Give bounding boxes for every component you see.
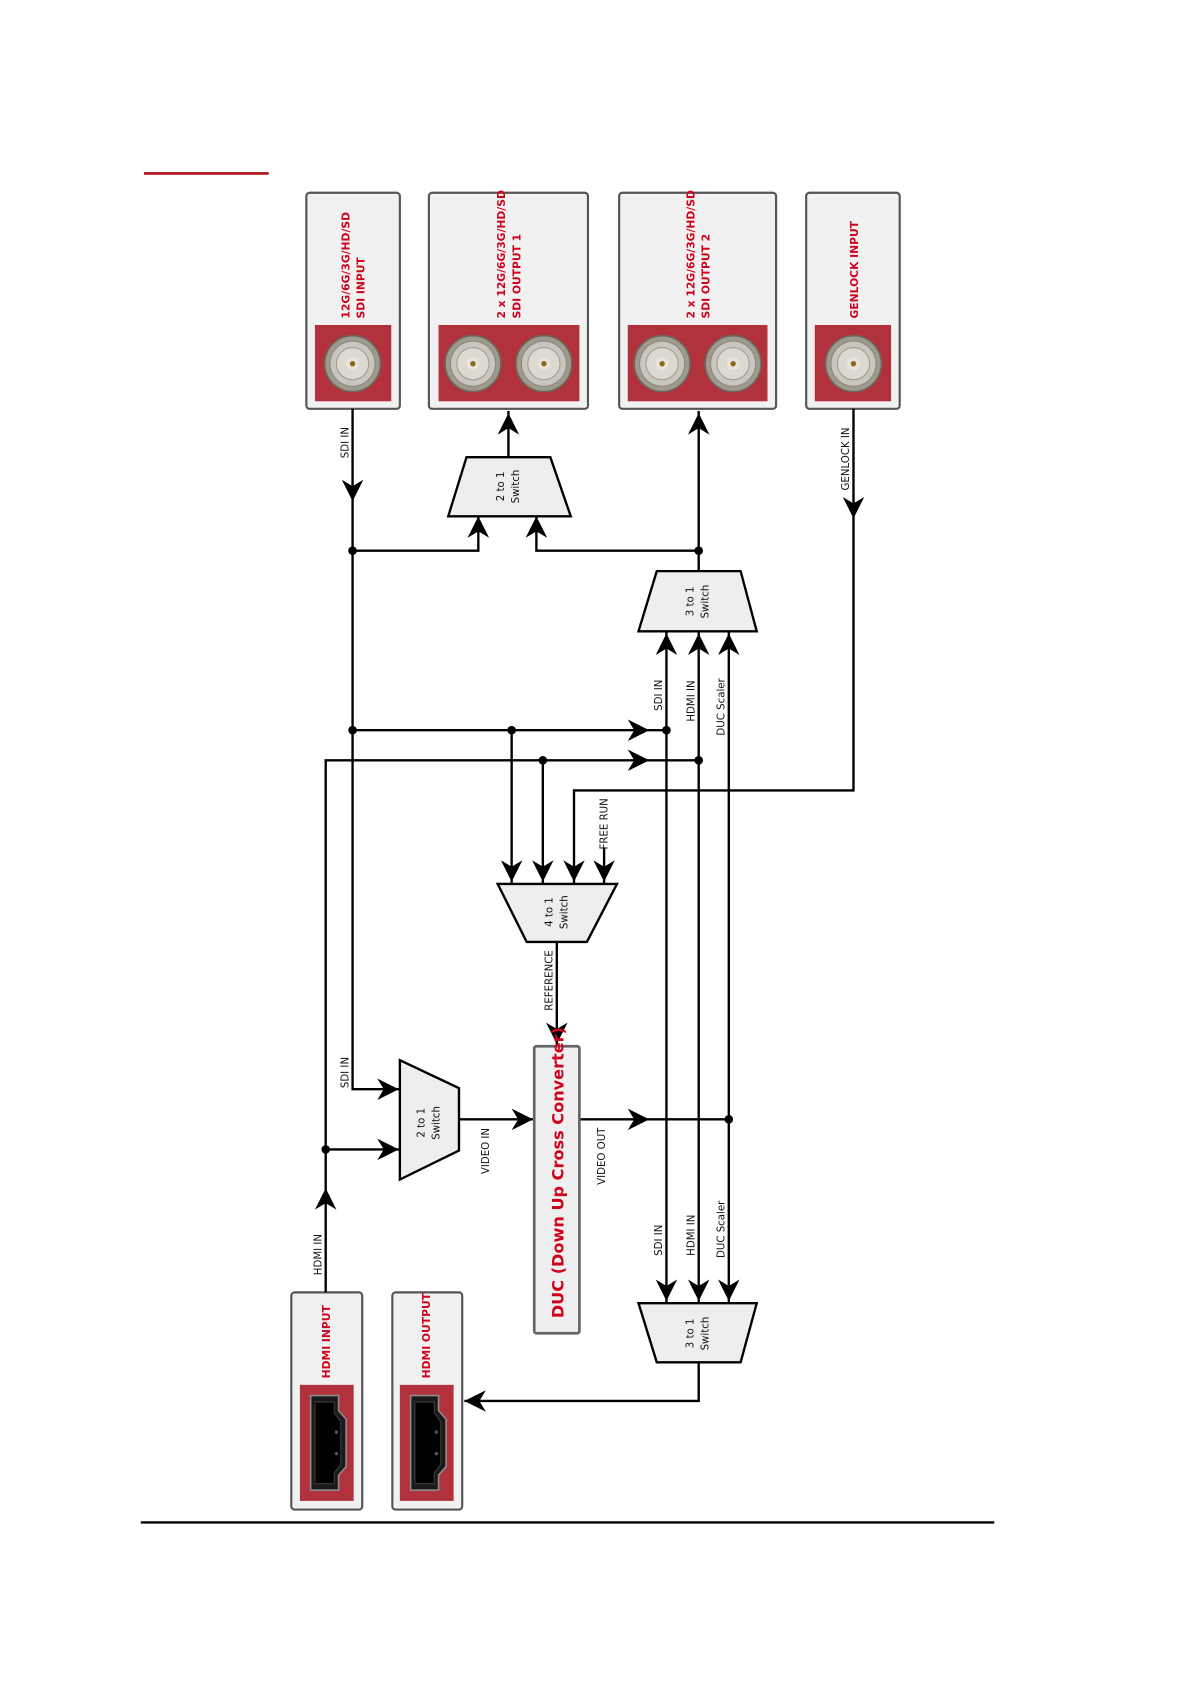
arrow-right xyxy=(377,1078,399,1100)
label-video-in: VIDEO IN xyxy=(481,1128,492,1174)
bnc-connector-icon xyxy=(515,334,573,393)
arrow-up xyxy=(687,633,710,655)
label-sw2-sdi-in: SDI IN xyxy=(654,680,665,711)
arrow-down xyxy=(500,860,523,882)
label-sw5-hdmi-in: HDMI IN xyxy=(686,1215,697,1256)
arrow-down xyxy=(532,860,554,882)
signal-labels: SDI IN GENLOCK IN SDI IN HDMI IN DUC Sca… xyxy=(313,427,852,1275)
sdi-output-2-panel: 2 x 12G/6G/3G/HD/SD SDI OUTPUT 2 xyxy=(618,190,778,410)
arrow-down xyxy=(655,1279,678,1301)
label-sw2-duc-scaler: DUC Scaler xyxy=(716,677,727,735)
arrow-right xyxy=(377,1138,399,1161)
junctions xyxy=(321,546,734,1154)
sdi-output-1-label-line1: 2 x 12G/6G/3G/HD/SD xyxy=(495,190,508,318)
label-hdmi-in: HDMI IN xyxy=(313,1234,324,1275)
label-sdi-in-top: SDI IN xyxy=(340,427,351,458)
duc-block: DUC (Down Up Cross Converter) xyxy=(532,1027,581,1335)
label-reference: REFERENCE xyxy=(545,950,556,1011)
arrow-right xyxy=(511,1108,534,1131)
reference-4to1-switch: 4 to 1 Switch xyxy=(495,882,619,944)
sdi-input-label-line2: SDI INPUT xyxy=(354,257,367,319)
label-genlock-in: GENLOCK IN xyxy=(841,427,852,490)
svg-text:3 to 1: 3 to 1 xyxy=(685,1319,696,1349)
bnc-connector-icon xyxy=(444,334,502,393)
sdi-output-1-panel: 2 x 12G/6G/3G/HD/SD SDI OUTPUT 1 xyxy=(427,190,590,410)
arrow-up xyxy=(525,516,548,538)
arrow-down xyxy=(593,860,615,882)
svg-text:Switch: Switch xyxy=(700,1317,711,1351)
arrow-down xyxy=(687,1279,710,1301)
hdmi-input-panel: HDMI INPUT xyxy=(290,1291,364,1511)
svg-text:Switch: Switch xyxy=(432,1106,443,1140)
sdi-input-panel: 12G/6G/3G/HD/SD SDI INPUT xyxy=(305,191,401,410)
arrow-up xyxy=(314,1188,337,1210)
duc-label: DUC (Down Up Cross Converter) xyxy=(548,1027,567,1318)
arrow-up xyxy=(687,413,710,435)
label-sdi-in-left: SDI IN xyxy=(340,1057,351,1088)
svg-text:3 to 1: 3 to 1 xyxy=(685,587,696,617)
bnc-connector-icon xyxy=(704,334,762,393)
sdi-output-1-label-line2: SDI OUTPUT 1 xyxy=(510,234,523,319)
svg-text:Switch: Switch xyxy=(511,470,522,504)
genlock-input-label: GENLOCK INPUT xyxy=(848,220,861,318)
bnc-connector-icon xyxy=(633,334,691,393)
sdi-input-label-line1: 12G/6G/3G/HD/SD xyxy=(339,212,352,319)
arrow-down xyxy=(842,496,865,519)
svg-text:2 to 1: 2 to 1 xyxy=(496,472,507,502)
sdi-out1-2to1-switch: 2 to 1 Switch xyxy=(446,455,573,518)
hdmi-output-panel: HDMI OUTPUT xyxy=(391,1291,464,1511)
arrowheads xyxy=(314,413,865,1412)
arrow-up xyxy=(497,413,520,435)
label-sw2-hdmi-in: HDMI IN xyxy=(686,680,697,721)
arrow-down xyxy=(718,1279,740,1301)
arrow-left xyxy=(464,1390,486,1412)
arrow-right xyxy=(627,749,650,772)
label-free-run: FREE RUN xyxy=(599,798,610,849)
sdi-output-2-label-line2: SDI OUTPUT 2 xyxy=(699,234,712,319)
arrow-down xyxy=(341,479,364,502)
arrow-up xyxy=(467,516,490,538)
arrow-down xyxy=(563,860,585,882)
bnc-connector-icon xyxy=(824,334,883,393)
svg-text:Switch: Switch xyxy=(700,585,711,619)
bnc-connector-icon xyxy=(323,334,382,393)
label-video-out: VIDEO OUT xyxy=(597,1127,608,1185)
svg-text:2 to 1: 2 to 1 xyxy=(417,1108,428,1138)
hdmi-output-label: HDMI OUTPUT xyxy=(420,1292,433,1378)
arrow-down xyxy=(546,1022,568,1045)
arrow-right xyxy=(627,719,650,741)
label-sw5-sdi-in: SDI IN xyxy=(654,1225,665,1256)
hdmi-input-label: HDMI INPUT xyxy=(320,1305,333,1379)
sdi-out2-3to1-switch: 3 to 1 Switch xyxy=(636,569,759,633)
arrow-up xyxy=(718,633,740,655)
label-sw5-duc-scaler: DUC Scaler xyxy=(716,1200,727,1258)
arrow-right xyxy=(627,1108,650,1131)
genlock-input-panel: GENLOCK INPUT xyxy=(805,191,901,410)
video-in-2to1-switch: 2 to 1 Switch xyxy=(398,1058,461,1182)
sdi-output-2-label-line1: 2 x 12G/6G/3G/HD/SD xyxy=(684,190,697,318)
hdmi-out-3to1-switch: 3 to 1 Switch xyxy=(636,1301,759,1364)
arrow-up xyxy=(655,633,678,655)
svg-text:4 to 1: 4 to 1 xyxy=(545,897,556,927)
svg-text:Switch: Switch xyxy=(560,895,571,929)
